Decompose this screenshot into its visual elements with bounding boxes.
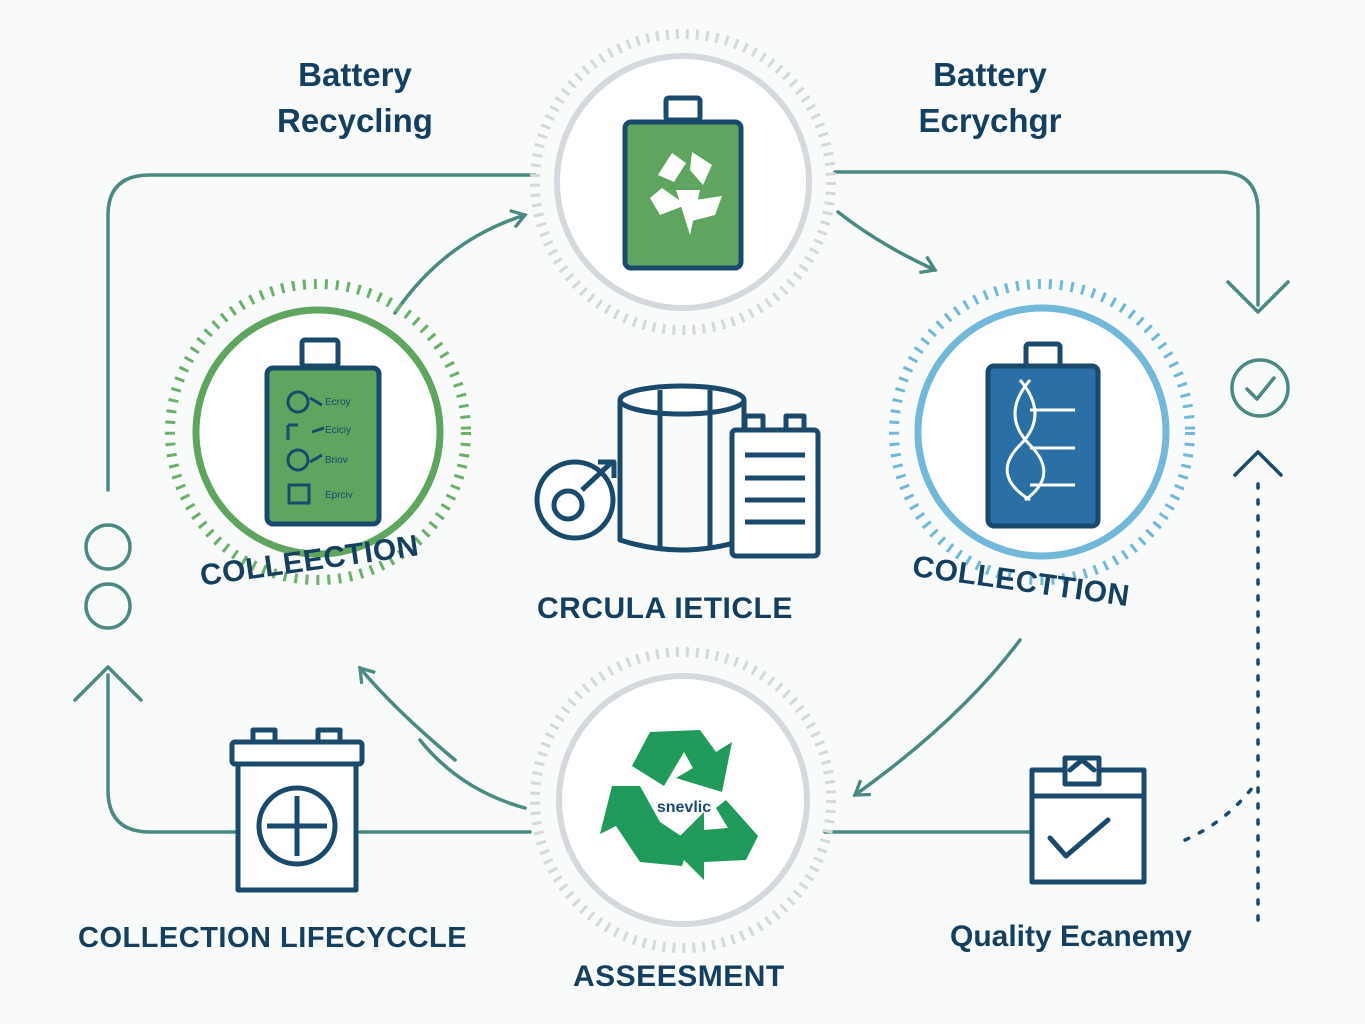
recycle-symbol-text: snevlic bbox=[657, 799, 711, 816]
connector-left-to-top bbox=[393, 208, 528, 315]
header-right-title: Battery Ecrychgr bbox=[885, 52, 1095, 144]
bottom-caption: ASSEESMENT bbox=[573, 960, 785, 993]
connector-top-right-loop bbox=[833, 170, 1260, 307]
recycle-symbol-icon bbox=[600, 730, 758, 880]
header-left-line2: Recycling bbox=[277, 102, 433, 139]
node-top-recycle-battery bbox=[530, 29, 836, 335]
connector-bottom-left-loop bbox=[106, 673, 237, 834]
connector-dotted-bottom bbox=[1183, 778, 1260, 842]
dna-battery-icon bbox=[985, 341, 1101, 529]
circular-vehicle-icon bbox=[534, 383, 821, 559]
header-left-title: Battery Recycling bbox=[250, 52, 460, 144]
check-circle-icon bbox=[1230, 358, 1290, 418]
node-left-checklist-battery: Ecroy Eciciy Briov Eprciv bbox=[165, 279, 471, 585]
battery-plus-icon bbox=[229, 727, 365, 893]
calendar-check-icon bbox=[1029, 755, 1147, 885]
connector-bottom-to-left-b bbox=[418, 738, 527, 810]
checklist-item: Eciciy bbox=[325, 425, 351, 436]
arrowhead-dotted-up bbox=[1233, 450, 1283, 477]
status-circle-icon bbox=[84, 523, 132, 571]
arrowhead-bottom-left-up bbox=[73, 665, 143, 702]
header-left-line1: Battery bbox=[298, 56, 412, 93]
checklist-item: Ecroy bbox=[325, 397, 351, 408]
connector-top-left-loop bbox=[106, 173, 537, 492]
arrowhead-top-right-down bbox=[1226, 280, 1290, 314]
bottom-left-caption: COLLECTION LIFECYCCLE bbox=[78, 922, 468, 954]
checklist-item: Briov bbox=[325, 455, 348, 466]
recycle-battery-icon bbox=[622, 95, 744, 271]
connectors bbox=[73, 170, 1290, 922]
header-right-line1: Battery bbox=[933, 56, 1047, 93]
connector-bottom-to-left-a bbox=[358, 665, 457, 762]
node-right-dna-battery bbox=[889, 279, 1195, 585]
node-bottom-recycle: snevlic bbox=[530, 647, 836, 953]
checklist-item: Eprciv bbox=[325, 490, 353, 501]
center-caption: CRCULA IETICLE bbox=[537, 592, 793, 625]
checklist-battery-icon: Ecroy Eciciy Briov Eprciv bbox=[264, 337, 382, 527]
connector-right-to-bottom bbox=[852, 638, 1022, 797]
header-right-line2: Ecrychgr bbox=[918, 102, 1062, 139]
connector-top-to-right bbox=[836, 210, 938, 275]
bottom-right-caption: Quality Ecanemy bbox=[950, 920, 1192, 953]
status-circle-icon bbox=[84, 582, 132, 630]
